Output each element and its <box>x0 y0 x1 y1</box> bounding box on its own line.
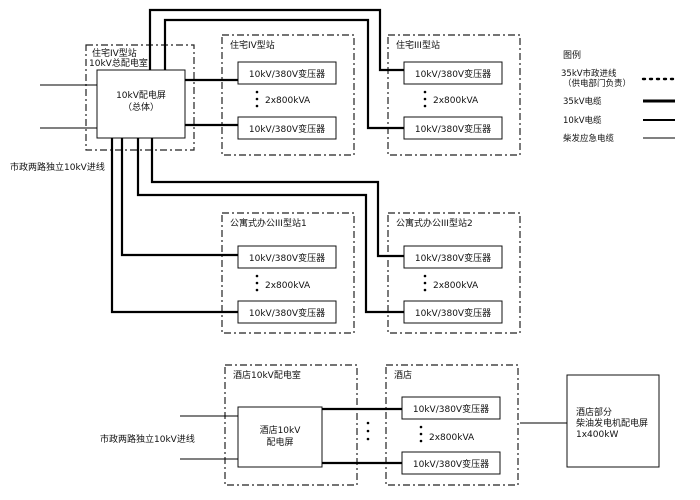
transformer-box <box>403 61 503 85</box>
zhuzhai3-station-frame <box>387 34 521 156</box>
cable-main-to-g1-t2 <box>110 138 238 314</box>
hotel-panel-label-2: 配电屏 <box>266 436 293 448</box>
hotel-room-frame <box>224 364 358 486</box>
hotel-station-frame <box>385 364 519 486</box>
transformer-label: 10kV/380V变压器 <box>249 252 325 264</box>
zhuzhai3-station-label: 住宅III型站 <box>396 39 440 51</box>
gongyu1-station-label: 公寓式办公III型站1 <box>230 217 307 229</box>
transformer-label: 10kV/380V变压器 <box>413 403 489 415</box>
transformer-label: 10kV/380V变压器 <box>415 252 491 264</box>
zhuzhai4-room-frame <box>85 44 195 151</box>
transformer-group-gongyu1: 10kV/380V变压器 10kV/380V变压器 2x800kVA <box>237 245 337 324</box>
legend-title: 图例 <box>563 49 581 61</box>
cable-main-to-g1-t1 <box>120 138 238 257</box>
legend-item-3-label: 10kV电缆 <box>563 115 602 126</box>
transformer-label: 10kV/380V变压器 <box>249 68 325 80</box>
transformer-label: 10kV/380V变压器 <box>413 458 489 470</box>
transformer-label: 10kV/380V变压器 <box>249 307 325 319</box>
legend: 图例 35kV市政进线 （供电部门负责） 35kV电缆 10kV电缆 柴发应急电… <box>561 49 677 144</box>
main-panel-label-2: （总体） <box>123 101 159 113</box>
capacity-label: 2x800kVA <box>265 281 311 291</box>
capacity-label: 2x800kVA <box>433 281 479 291</box>
transformer-group-gongyu2: 10kV/380V变压器 10kV/380V变压器 2x800kVA <box>403 245 503 324</box>
zhuzhai4-room-sublabel: 10kV总配电室 <box>89 57 148 69</box>
generator-label-2: 柴油发电机配电屏 <box>576 417 648 429</box>
capacity-label: 2x800kVA <box>429 433 475 443</box>
incoming-label-bottom: 市政两路独立10kV进线 <box>100 433 195 445</box>
zhuzhai4-station-frame <box>221 34 355 156</box>
legend-item-2-label: 35kV电缆 <box>563 96 602 107</box>
transformer-box <box>237 116 337 140</box>
transformer-group-zhuzhai4: 10kV/380V变压器 10kV/380V变压器 2x800kVA <box>237 61 337 140</box>
cable-main-to-z3-t2 <box>163 18 404 130</box>
hotel-panel-label-1: 酒店10kV <box>260 424 302 436</box>
cable-main-to-g2-t2 <box>136 138 404 314</box>
zhuzhai4-room-label: 住宅IV型站 <box>92 47 137 59</box>
legend-item-1-label: 35kV市政进线 <box>561 68 617 79</box>
zhuzhai4-station-label: 住宅IV型站 <box>230 39 275 51</box>
transformer-group-zhuzhai3: 10kV/380V变压器 10kV/380V变压器 2x800kVA <box>403 61 503 140</box>
hotel-10kv-panel <box>237 406 323 468</box>
capacity-label: 2x800kVA <box>433 96 479 106</box>
transformer-label: 10kV/380V变压器 <box>415 123 491 135</box>
gongyu2-station-label: 公寓式办公III型站2 <box>396 217 473 229</box>
generator-label-1: 酒店部分 <box>576 406 612 418</box>
main-panel-label-1: 10kV配电屏 <box>116 89 166 101</box>
main-10kv-panel <box>96 69 186 139</box>
generator-label-3: 1x400kW <box>576 430 618 440</box>
hotel-station-label: 酒店 <box>394 369 412 381</box>
hotel-room-label: 酒店10kV配电室 <box>233 369 301 381</box>
incoming-label-top: 市政两路独立10kV进线 <box>10 161 105 173</box>
legend-item-4-label: 柴发应急电缆 <box>563 133 615 144</box>
gongyu2-station-frame <box>387 212 521 334</box>
generator-panel <box>566 374 660 468</box>
transformer-box <box>237 245 337 269</box>
cable-main-to-z3-t1 <box>148 8 404 72</box>
transformer-label: 10kV/380V变压器 <box>415 68 491 80</box>
transformer-group-hotel: 10kV/380V变压器 10kV/380V变压器 2x800kVA <box>401 396 501 475</box>
legend-item-1-sublabel: （供电部门负责） <box>563 78 631 89</box>
capacity-label: 2x800kVA <box>265 96 311 106</box>
transformer-label: 10kV/380V变压器 <box>249 123 325 135</box>
gongyu1-station-frame <box>221 212 355 334</box>
transformer-label: 10kV/380V变压器 <box>415 307 491 319</box>
cable-main-to-g2-t1 <box>150 138 404 258</box>
transformer-box <box>237 61 337 85</box>
